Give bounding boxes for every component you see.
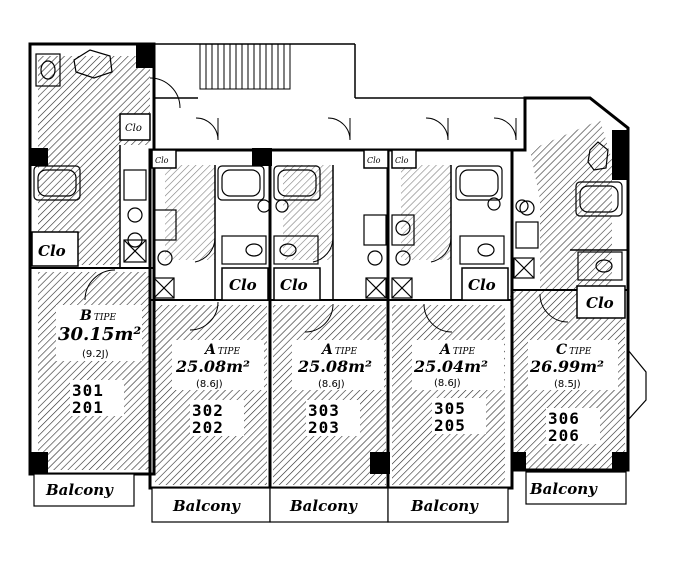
closet-label: Clo <box>125 123 142 134</box>
balcony-label: Balcony <box>529 480 598 498</box>
unit-area: 26.99m² <box>529 357 604 376</box>
room-number: 201 <box>72 398 104 417</box>
unit-type-letter: A <box>320 342 333 358</box>
closet-label: Clo <box>155 156 169 165</box>
unit-type-letter: C <box>556 342 567 358</box>
label-backgrounds <box>56 305 618 444</box>
balcony-label: Balcony <box>289 497 358 515</box>
unit-type-word: TIPE <box>94 313 117 323</box>
room-number: 303 <box>308 401 340 420</box>
unit-area: 25.04m² <box>413 357 488 376</box>
unit-area: 25.08m² <box>175 357 250 376</box>
room-number: 302 <box>192 401 224 420</box>
room-number: 202 <box>192 418 224 437</box>
unit-jo: (8.5J) <box>554 379 581 390</box>
unit-type-letter: B <box>79 308 92 324</box>
balcony-label: Balcony <box>45 481 114 499</box>
closet-label: Clo <box>367 156 381 165</box>
room-number: 301 <box>72 381 104 400</box>
closet-label: Clo <box>468 276 496 294</box>
unit-area: 30.15m² <box>58 324 141 345</box>
unit-type-letter: A <box>203 342 216 358</box>
pillars <box>30 44 628 474</box>
room-number: 203 <box>308 418 340 437</box>
unit-jo: (8.6J) <box>196 379 223 390</box>
stairs <box>205 44 285 89</box>
shaft-boxes <box>123 239 535 299</box>
closets <box>31 113 626 319</box>
closet-label: Clo <box>38 242 66 260</box>
unit-jo: (8.6J) <box>434 378 461 389</box>
unit-jo: (9.2J) <box>82 349 109 360</box>
room-number: 306 <box>548 409 580 428</box>
room-number: 305 <box>434 399 466 418</box>
room-number: 206 <box>548 426 580 445</box>
unit-type-word: TIPE <box>453 347 476 357</box>
bathtubs <box>33 165 623 217</box>
unit-type-word: TIPE <box>218 347 241 357</box>
unit-type-letter: A <box>438 342 451 358</box>
closet-label: Clo <box>280 276 308 294</box>
balcony-label: Balcony <box>410 497 479 515</box>
unit-type-word: TIPE <box>569 347 592 357</box>
balcony-label: Balcony <box>172 497 241 515</box>
unit-type-word: TIPE <box>335 347 358 357</box>
balconies <box>33 471 627 523</box>
closet-label: Clo <box>586 294 614 312</box>
unit-jo: (8.6J) <box>318 379 345 390</box>
closet-label: Clo <box>229 276 257 294</box>
closet-label: Clo <box>395 156 409 165</box>
room-number: 205 <box>434 416 466 435</box>
toilets <box>35 49 623 281</box>
door-swings <box>84 77 569 333</box>
unit-area: 25.08m² <box>297 357 372 376</box>
bay-window <box>627 348 647 422</box>
